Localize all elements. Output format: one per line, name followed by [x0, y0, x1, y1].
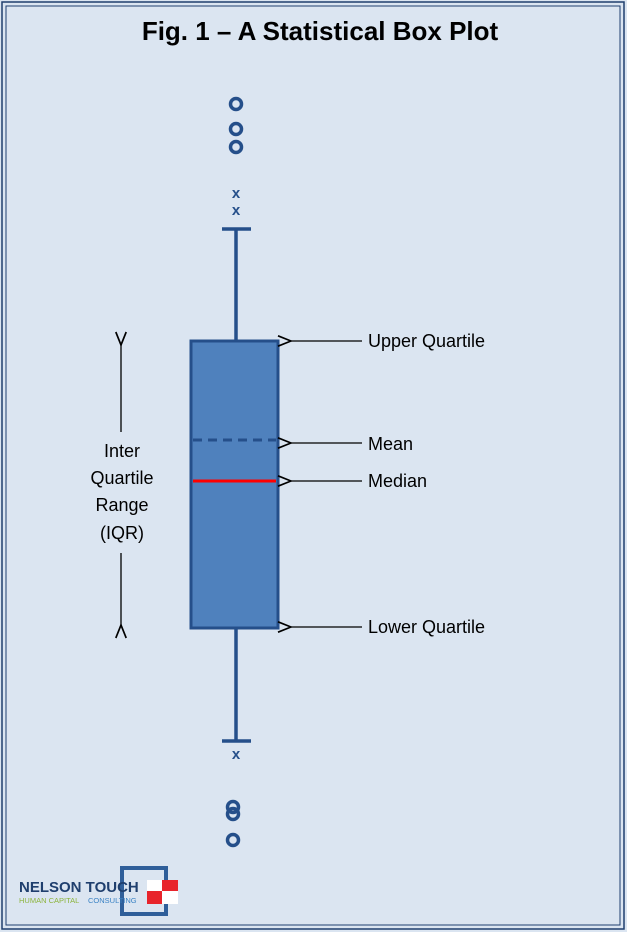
iqr-label-line: Quartile	[90, 468, 153, 488]
outlier-circle	[228, 96, 244, 112]
outlier-circle	[225, 832, 241, 848]
upper-quartile-label: Upper Quartile	[368, 331, 485, 351]
iqr-label-line: Range	[95, 495, 148, 515]
logo-flag-red	[147, 891, 162, 904]
logo-name: NELSON TOUCH	[19, 879, 139, 896]
outlier-circle	[225, 806, 241, 822]
logo-tagline-1: HUMAN CAPITAL	[19, 896, 79, 905]
outlier-circle	[225, 799, 241, 815]
outlier-x-marker: x	[232, 202, 241, 219]
iqr-box	[189, 339, 280, 630]
lower-quartile-label: Lower Quartile	[368, 617, 485, 637]
iqr-label-line: Inter	[104, 441, 140, 461]
nelson-touch-logo: NELSON TOUCH HUMAN CAPITAL CONSULTING	[19, 866, 178, 916]
logo-tagline-2: CONSULTING	[88, 896, 137, 905]
mean-label: Mean	[368, 434, 413, 454]
logo-flag-red	[162, 880, 178, 891]
median-label: Median	[368, 471, 427, 491]
iqr-label-line: (IQR)	[100, 523, 144, 543]
outlier-circle	[228, 139, 244, 155]
outlier-x-marker: x	[232, 185, 241, 202]
outlier-x-marker: x	[232, 746, 241, 763]
inner-border	[5, 5, 621, 926]
chart-title: Fig. 1 – A Statistical Box Plot	[142, 16, 499, 46]
outlier-circle	[228, 121, 244, 137]
